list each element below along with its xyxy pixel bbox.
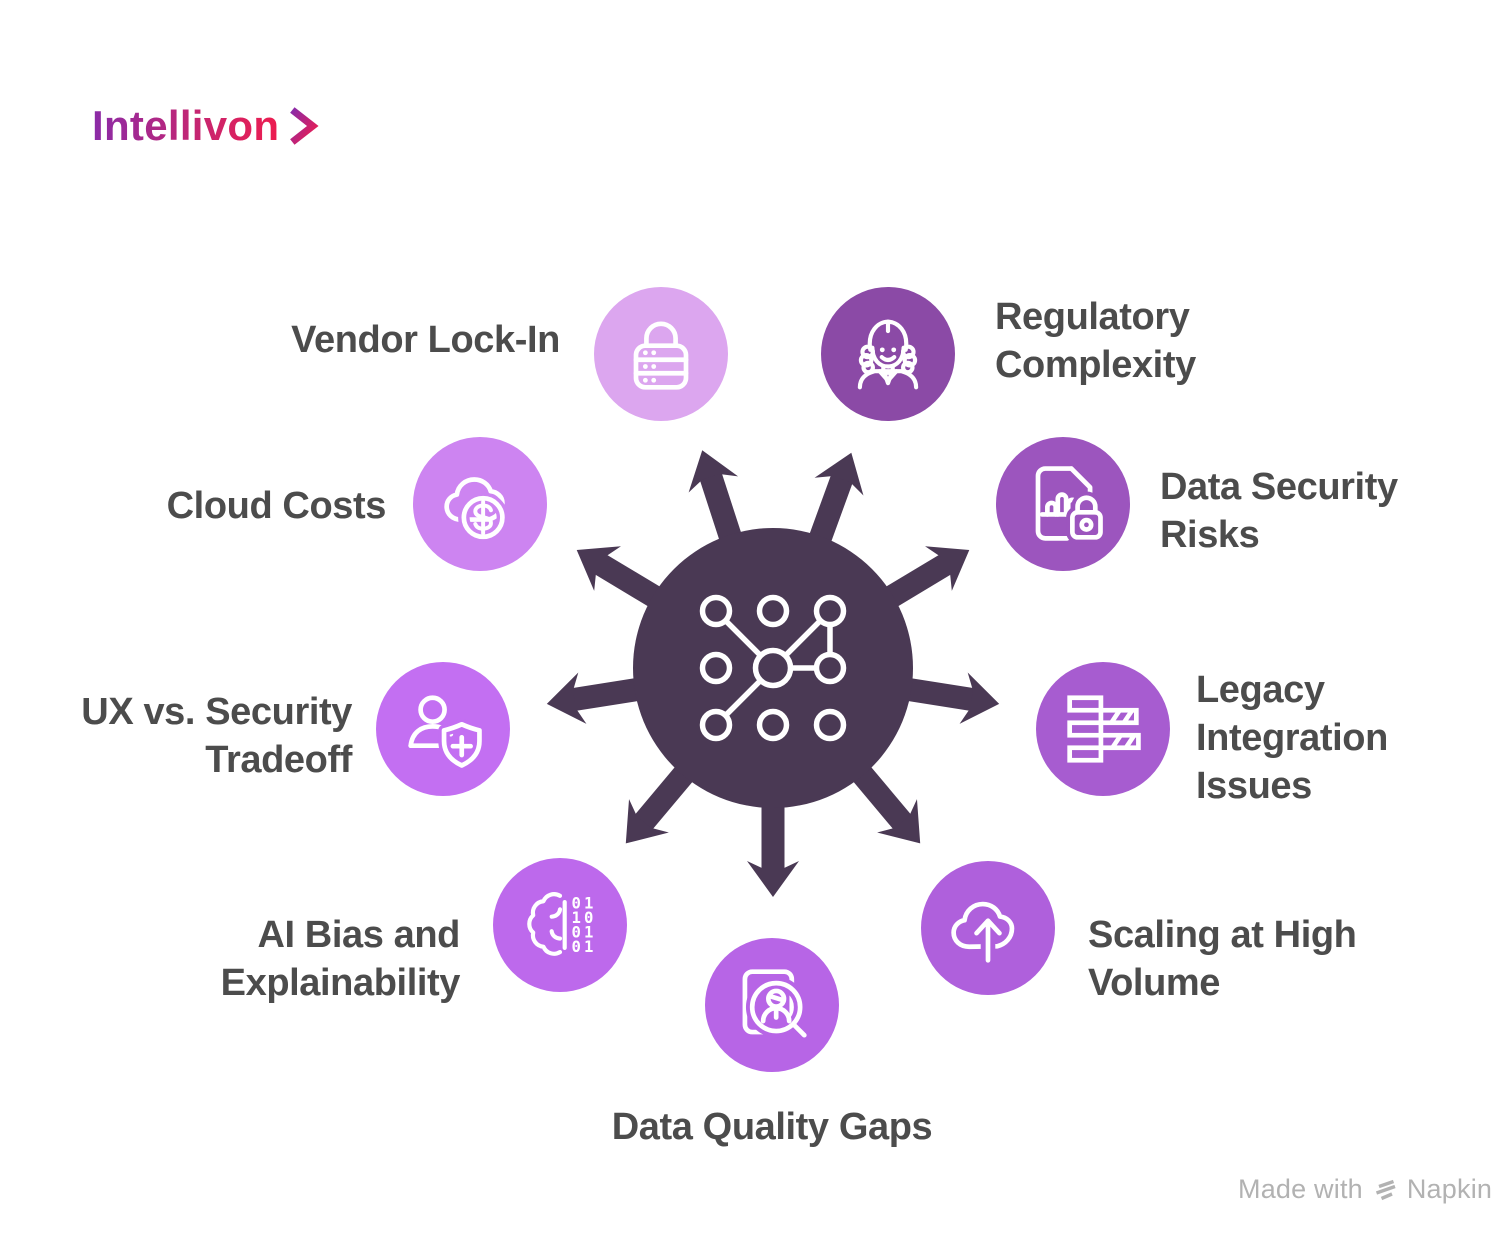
legacy-integration-issues-circle xyxy=(1036,662,1170,796)
svg-text:01: 01 xyxy=(571,924,596,942)
brand-logo: Intellivon xyxy=(92,102,319,150)
ux-security-tradeoff-circle xyxy=(376,662,510,796)
gantt-bars-icon xyxy=(1067,695,1141,763)
cloud-costs-label: Cloud Costs xyxy=(166,485,387,527)
cloud-costs-circle xyxy=(413,437,547,571)
regulatory-complexity-circle xyxy=(821,287,955,421)
document-lock-icon xyxy=(1035,466,1107,544)
svg-text:10: 10 xyxy=(571,909,596,927)
ai-bias-explainability-circle: 01 10 01 01 xyxy=(493,858,627,992)
cloud-upload-icon xyxy=(951,901,1015,968)
brand-name: Intellivon xyxy=(92,102,280,149)
chevron-right-icon xyxy=(290,107,319,145)
vendor-lock-in-circle xyxy=(594,287,728,421)
data-security-risks-circle xyxy=(996,437,1130,571)
vendor-lock-in-label: Vendor Lock-In xyxy=(291,319,560,361)
svg-text:01: 01 xyxy=(571,894,596,912)
scaling-at-high-volume-circle xyxy=(921,861,1055,995)
made-with-napkin: Made with Napkin xyxy=(1238,1174,1492,1205)
cloud-dollar-icon xyxy=(444,477,509,543)
data-quality-gaps-label: Data Quality Gaps xyxy=(611,1106,933,1148)
svg-text:01: 01 xyxy=(571,938,596,956)
network-nodes-icon xyxy=(699,594,847,742)
central-hub xyxy=(546,450,1000,897)
attribution-prefix: Made with xyxy=(1238,1174,1363,1204)
data-quality-gaps-circle xyxy=(705,938,839,1072)
judge-icon xyxy=(857,319,919,390)
server-lock-icon xyxy=(633,321,689,390)
brain-binary-icon: 01 10 01 01 xyxy=(527,892,596,956)
napkin-logo-icon xyxy=(1375,1179,1396,1200)
document-search-icon xyxy=(742,969,811,1042)
user-shield-icon xyxy=(408,695,486,772)
attribution-brand: Napkin xyxy=(1406,1174,1493,1204)
